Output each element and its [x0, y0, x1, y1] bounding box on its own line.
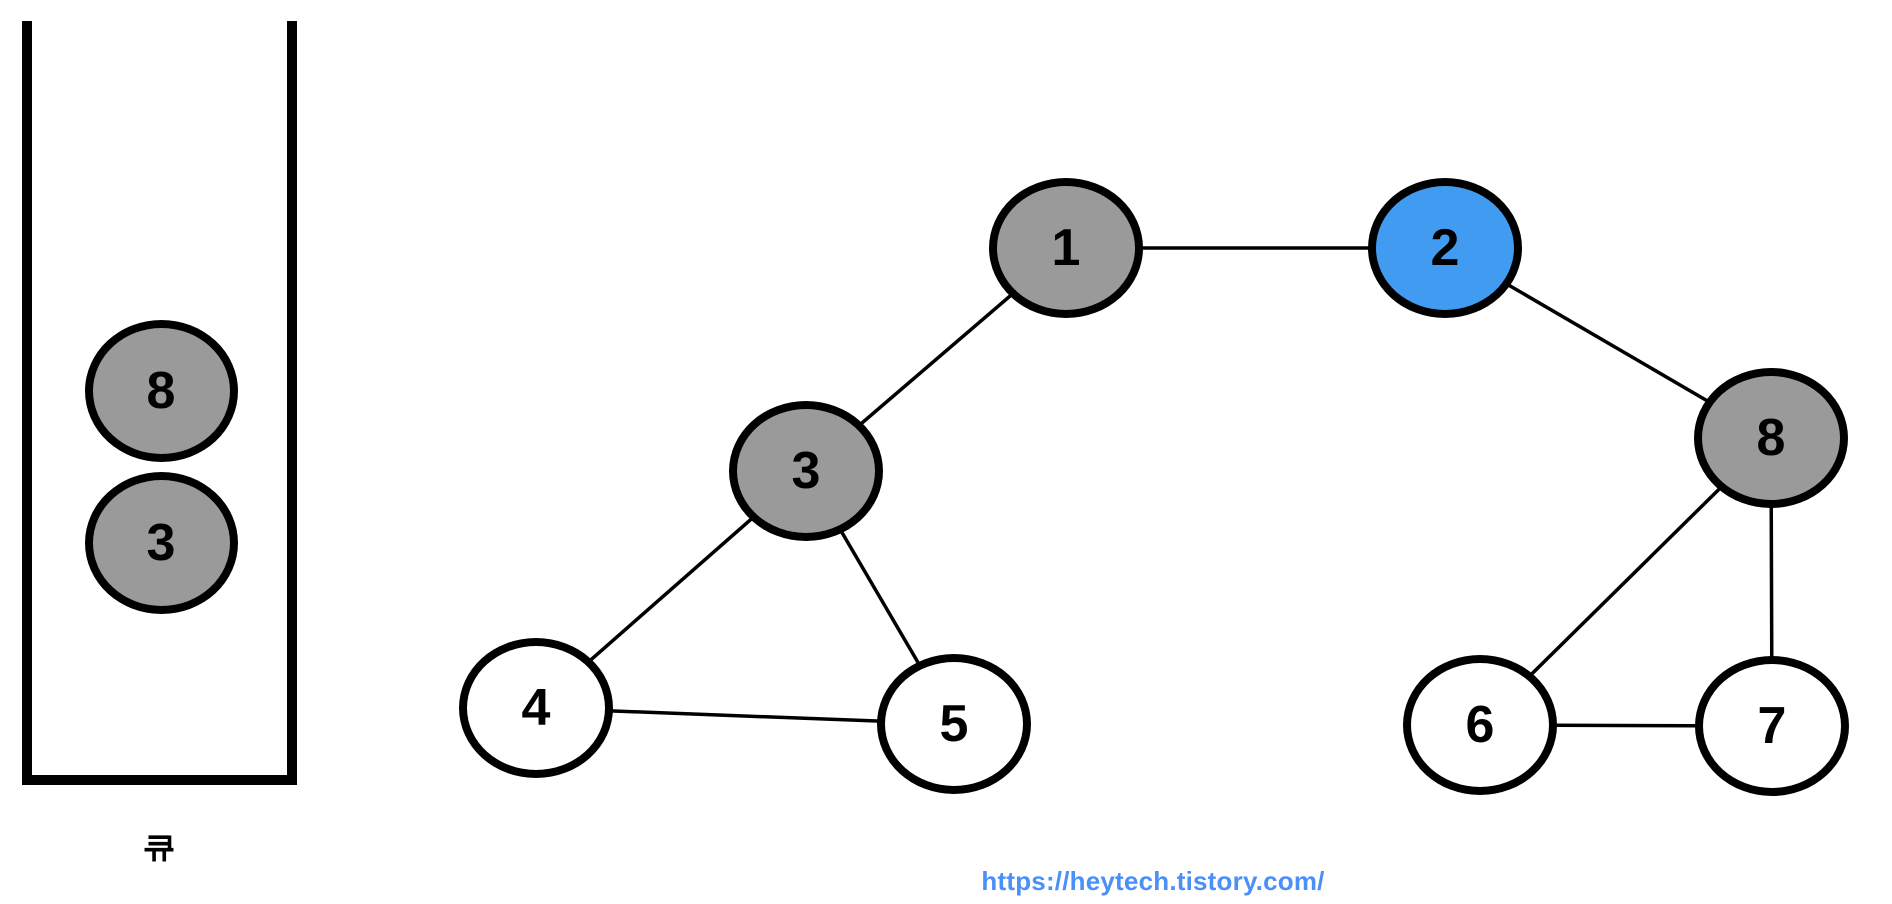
queue-label: 큐 [136, 826, 182, 872]
hangul-kyu-glyph-icon [144, 835, 174, 862]
graph-node-label: 3 [791, 442, 821, 500]
graph-node-label: 2 [1430, 219, 1460, 277]
graph-node-6: 6 [1403, 655, 1557, 795]
graph-node-4: 4 [459, 638, 613, 778]
graph-node-5: 5 [877, 654, 1031, 794]
graph-node-3: 3 [729, 401, 883, 541]
graph-node-2: 2 [1368, 178, 1522, 318]
queue-item-3: 3 [84, 472, 238, 614]
graph-node-label: 5 [939, 695, 969, 753]
graph-node-8: 8 [1694, 368, 1848, 508]
queue-item-8: 8 [84, 320, 238, 462]
graph-node-1: 1 [989, 178, 1143, 318]
graph-node-7: 7 [1695, 656, 1849, 796]
graph-node-label: 6 [1465, 696, 1495, 754]
graph-node-label: 1 [1051, 219, 1081, 277]
queue-container [22, 21, 297, 785]
graph-node-label: 4 [521, 679, 551, 737]
queue-item-label: 3 [146, 514, 176, 572]
source-url-link[interactable]: https://heytech.tistory.com/ [981, 866, 1325, 896]
graph-node-label: 7 [1757, 697, 1787, 755]
graph-node-label: 8 [1756, 409, 1786, 467]
queue-item-label: 8 [146, 362, 176, 420]
